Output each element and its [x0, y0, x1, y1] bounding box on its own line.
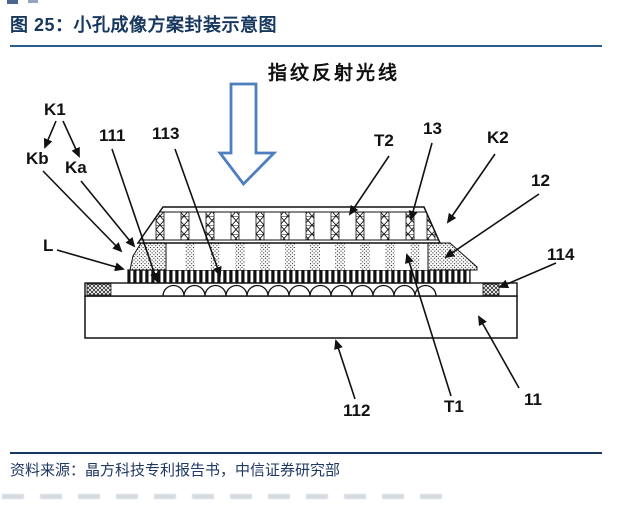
- label-12: 12: [531, 171, 550, 190]
- bump-comb-layer: [127, 269, 471, 284]
- leader-K1-Kb: [43, 120, 57, 149]
- label-T1: T1: [444, 397, 464, 416]
- label-T2: T2: [374, 131, 394, 150]
- spacer-pillars: [185, 243, 420, 270]
- label-13: 13: [423, 119, 442, 138]
- label-Ka: Ka: [65, 158, 87, 177]
- spacer-band: [131, 243, 477, 270]
- incident-light-arrow-icon: [217, 82, 278, 187]
- title-divider: [10, 45, 602, 47]
- leader-114: [498, 262, 557, 288]
- leader-T2: [348, 155, 390, 216]
- label-112: 112: [343, 401, 371, 420]
- leader-K2: [446, 153, 496, 224]
- substrate-base: [84, 295, 518, 339]
- label-114: 114: [547, 245, 575, 264]
- leader-11: [478, 315, 520, 389]
- label-L: L: [43, 236, 54, 255]
- page-artifact: [7, 0, 18, 4]
- leader-L: [56, 249, 125, 272]
- annotation-fingerprint-light: 指纹反射光线: [268, 63, 401, 84]
- figure-title: 图 25：小孔成像方案封装示意图: [10, 15, 278, 35]
- label-111: 111: [99, 126, 126, 145]
- leader-111: [111, 148, 159, 283]
- leader-T1: [405, 253, 452, 397]
- label-K2: K2: [487, 128, 509, 147]
- source-divider: [10, 452, 602, 454]
- source-note: 资料来源：晶方科技专利报告书，中信证券研究部: [10, 462, 341, 479]
- leader-K1-Ka: [62, 120, 80, 158]
- edge-bond-left: [86, 283, 112, 296]
- leader-lines: [42, 120, 557, 400]
- leader-113: [174, 148, 222, 277]
- label-Kb: Kb: [26, 149, 49, 168]
- leader-13: [408, 142, 433, 221]
- page-artifact: [2, 494, 457, 499]
- label-K1: K1: [44, 100, 66, 119]
- edge-bond-right: [482, 283, 500, 296]
- leader-Ka: [80, 180, 136, 248]
- page-artifact: [28, 0, 38, 3]
- microlens-array: [162, 284, 437, 297]
- leader-Kb: [42, 170, 123, 253]
- leader-112: [334, 339, 356, 400]
- leader-12: [444, 193, 540, 259]
- label-11: 11: [524, 390, 542, 409]
- label-113: 113: [152, 124, 180, 143]
